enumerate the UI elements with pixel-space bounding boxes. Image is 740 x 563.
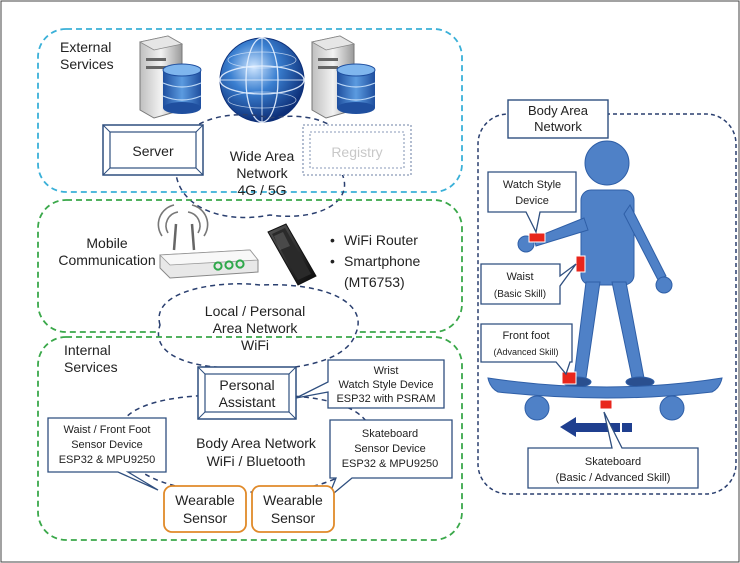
registry-database-icon	[336, 63, 376, 114]
skateboard-line2: (Basic / Advanced Skill)	[556, 472, 671, 484]
external-label-line2: Services	[60, 56, 114, 72]
wearable-sensor-1: Wearable Sensor	[163, 485, 247, 533]
globe-icon	[219, 37, 305, 123]
watch-line2: Device	[515, 195, 549, 207]
wan-line1: Wide Area	[230, 148, 295, 164]
wan-line3: 4G / 5G	[237, 182, 286, 198]
wifi-signal-icon	[157, 204, 209, 237]
skate-device-line2: Sensor Device	[354, 443, 426, 455]
registry-box: Registry	[302, 124, 412, 176]
lan-line1: Local / Personal	[205, 303, 305, 319]
external-services-zone	[37, 28, 463, 193]
waist-device-line1: Waist / Front Foot	[63, 424, 150, 436]
bullet-1-text: WiFi Router	[344, 232, 418, 248]
bullet-2-text: Smartphone	[344, 253, 420, 269]
smartphone-icon	[267, 223, 317, 286]
front-foot-line2: (Advanced Skill)	[493, 347, 558, 357]
body-area-title-box: Body Area Network	[507, 99, 609, 139]
router-icon	[159, 223, 259, 279]
waist-sensor-callout: Waist / Front Foot Sensor Device ESP32 &…	[47, 417, 167, 491]
bullet-2-dot: •	[330, 253, 335, 269]
lan-cloud	[157, 283, 359, 370]
bullet-1-dot: •	[330, 232, 335, 248]
internal-label-line2: Services	[64, 359, 118, 375]
body-area-title-line1: Body Area	[528, 103, 589, 118]
bullet-2-sub: (MT6753)	[344, 274, 405, 290]
direction-arrow-icon	[560, 417, 632, 437]
mobile-label-line1: Mobile	[86, 235, 127, 251]
wrist-callout: Wrist Watch Style Device ESP32 with PSRA…	[295, 359, 445, 409]
waist-device-line3: ESP32 & MPU9250	[59, 454, 156, 466]
waist-device-line2: Sensor Device	[71, 439, 143, 451]
watch-line1: Watch Style	[503, 179, 561, 191]
lan-line2: Area Network	[213, 320, 299, 336]
assistant-line1: Personal	[219, 377, 274, 393]
skateboard-callout: Skateboard (Basic / Advanced Skill)	[527, 411, 699, 489]
internal-label-line1: Internal	[64, 342, 111, 358]
server-label: Server	[132, 143, 174, 159]
skateboard-sensor-callout: Skateboard Sensor Device ESP32 & MPU9250	[327, 419, 453, 499]
skateboard-sensor-marker	[599, 399, 613, 410]
assistant-line2: Assistant	[219, 394, 276, 410]
wearable1-line2: Sensor	[183, 510, 228, 526]
wan-line2: Network	[236, 165, 288, 181]
wrist-line2: Watch Style Device	[339, 379, 434, 391]
front-foot-line1: Front foot	[502, 330, 549, 342]
skate-device-line3: ESP32 & MPU9250	[342, 458, 439, 470]
wearable2-line2: Sensor	[271, 510, 316, 526]
waist-callout: Waist (Basic Skill)	[480, 263, 577, 305]
lan-line3: WiFi	[241, 337, 269, 353]
wrist-line1: Wrist	[374, 365, 399, 377]
skateboard-icon	[487, 377, 723, 421]
front-foot-sensor-marker	[561, 371, 577, 385]
body-area-title-line2: Network	[534, 119, 582, 134]
ban-line1: Body Area Network	[196, 435, 317, 451]
wearable2-line1: Wearable	[263, 492, 323, 508]
external-label-line1: External	[60, 39, 111, 55]
waist-sensor-marker	[575, 255, 586, 273]
watch-sensor-marker	[528, 232, 546, 243]
skateboard-line1: Skateboard	[585, 456, 641, 468]
wrist-line3: ESP32 with PSRAM	[336, 393, 435, 405]
personal-assistant-box: Personal Assistant	[197, 366, 297, 420]
ban-line2: WiFi / Bluetooth	[207, 453, 306, 469]
registry-label: Registry	[331, 144, 382, 160]
mobile-label-line2: Communication	[58, 252, 155, 268]
internal-services-zone	[37, 336, 463, 541]
server-box: Server	[102, 124, 204, 176]
watch-device-callout: Watch Style Device	[487, 171, 577, 234]
waist-skill-line1: Waist	[506, 271, 533, 283]
wearable-sensor-2: Wearable Sensor	[251, 485, 335, 533]
skate-device-line1: Skateboard	[362, 428, 418, 440]
database-icon	[162, 63, 202, 114]
waist-skill-line2: (Basic Skill)	[494, 289, 546, 300]
front-foot-callout: Front foot (Advanced Skill)	[480, 323, 573, 376]
wearable1-line1: Wearable	[175, 492, 235, 508]
